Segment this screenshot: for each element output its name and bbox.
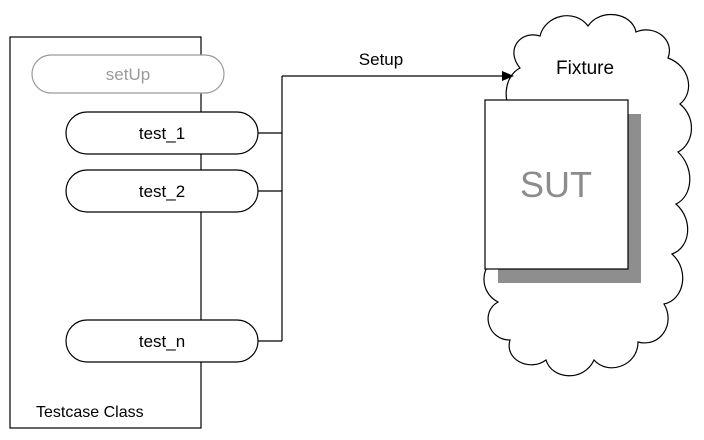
- testcase-class-label: Testcase Class: [36, 404, 144, 421]
- sut-box: [484, 99, 629, 270]
- connector-arrowhead: [502, 71, 514, 81]
- test-2-method-label: test_2: [139, 182, 185, 201]
- setup-connector-label: Setup: [359, 50, 403, 69]
- setup-connector: [258, 75, 504, 342]
- setup-method-pill[interactable]: [31, 54, 225, 94]
- test-1-method-label: test_1: [139, 124, 185, 143]
- testcase-class-box: [9, 36, 202, 429]
- fixture-label: Fixture: [556, 58, 614, 79]
- sut-label: SUT: [520, 164, 592, 205]
- test-n-method-label: test_n: [139, 332, 185, 351]
- setup-method-label: setUp: [106, 65, 150, 84]
